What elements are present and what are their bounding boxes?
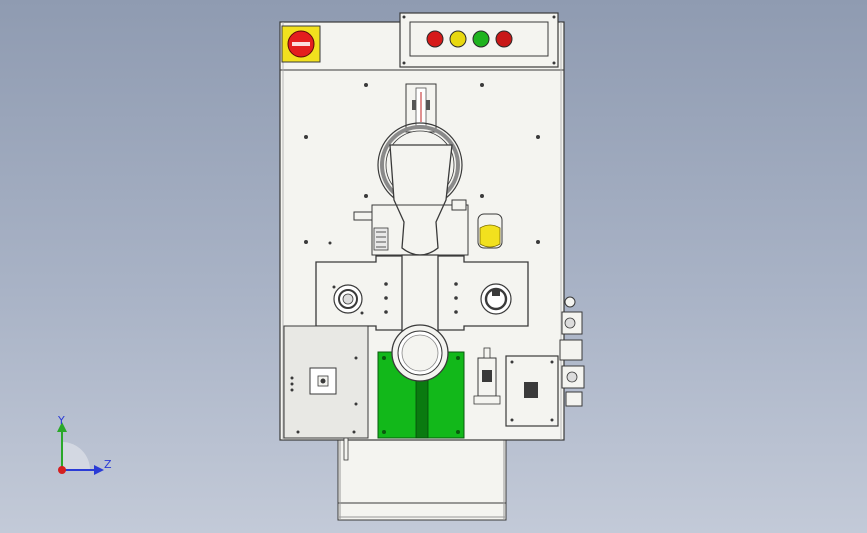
yellow-button[interactable] xyxy=(477,213,503,249)
axis-triad: Y Z xyxy=(57,414,112,475)
indicator-light-red xyxy=(426,30,444,48)
robot-arm xyxy=(353,122,469,256)
right-module xyxy=(505,355,559,427)
lower-arm-ring xyxy=(391,324,449,382)
y-axis-label: Y xyxy=(57,414,65,427)
indicator-light-green xyxy=(472,30,490,48)
indicator-light-red xyxy=(495,30,513,48)
machine-base xyxy=(337,439,507,521)
side-valve-assembly xyxy=(559,270,585,407)
lower-arm-link xyxy=(401,254,439,336)
indicator-lights xyxy=(426,30,513,48)
estop-button[interactable] xyxy=(281,25,321,63)
left-subpanel xyxy=(283,325,369,461)
panel-screws xyxy=(304,83,540,245)
indicator-light-yellow xyxy=(449,30,467,48)
z-axis-label: Z xyxy=(104,458,112,471)
sensor-bracket xyxy=(473,347,501,405)
